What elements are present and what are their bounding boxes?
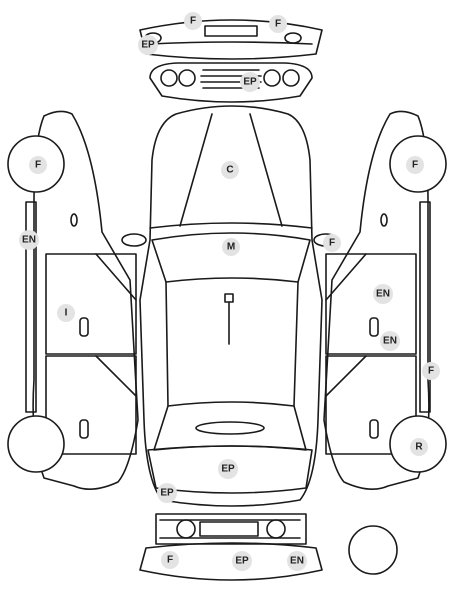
marker-hood-c[interactable]: C xyxy=(221,161,239,179)
left-side-view[interactable] xyxy=(7,110,139,490)
marker-right-sill-f[interactable]: F xyxy=(422,362,440,380)
marker-right-front-wheel-f[interactable]: F xyxy=(406,156,424,174)
marker-right-mirror-f[interactable]: F xyxy=(323,234,341,252)
marker-rear-bumper-f[interactable]: F xyxy=(161,551,179,569)
marker-left-front-door-i[interactable]: I xyxy=(57,304,75,322)
marker-rear-bumper-en[interactable]: EN xyxy=(287,551,307,571)
marker-right-rear-wheel-r[interactable]: R xyxy=(410,438,428,456)
marker-left-sill-en[interactable]: EN xyxy=(19,230,39,250)
marker-front-grille-ep[interactable]: EP xyxy=(240,72,260,92)
marker-right-front-door-en[interactable]: EN xyxy=(373,284,393,304)
marker-front-bumper-f1[interactable]: F xyxy=(184,12,202,30)
spare-wheel[interactable] xyxy=(348,525,398,575)
marker-right-handle-en[interactable]: EN xyxy=(380,331,400,351)
front-bumper[interactable] xyxy=(139,19,323,60)
marker-left-front-wheel-f[interactable]: F xyxy=(29,156,47,174)
marker-windshield-m[interactable]: M xyxy=(222,238,240,256)
marker-front-bumper-f2[interactable]: F xyxy=(269,15,287,33)
rear-bumper[interactable] xyxy=(139,542,323,581)
marker-rear-panel-ep[interactable]: EP xyxy=(157,483,177,503)
marker-rear-bumper-ep[interactable]: EP xyxy=(232,551,252,571)
marker-front-bumper-ep[interactable]: EP xyxy=(138,35,158,55)
car-body-top[interactable] xyxy=(121,105,339,507)
rear-panel[interactable] xyxy=(155,513,307,545)
front-grille[interactable] xyxy=(149,62,313,103)
marker-trunk-ep[interactable]: EP xyxy=(218,459,238,479)
